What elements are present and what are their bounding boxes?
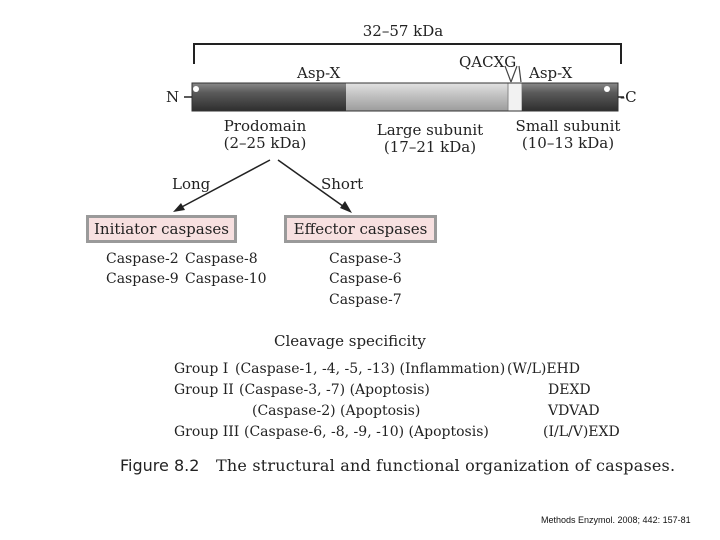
c-terminus-label: -C [620,88,637,106]
long-arrow [177,159,271,210]
large-subunit-label: Large subunit [376,121,484,139]
effector-caspases-box: Effector caspases [284,215,437,243]
qacxg-segment [507,82,523,112]
effector-member: Caspase-3 [329,251,402,267]
specificity-motif: DEXD [548,382,591,398]
site-right-label: Asp-X [529,64,573,82]
initiator-caspases-title: Initiator caspases [93,220,229,238]
n-terminus-label: N [166,88,180,106]
mass-range-bracket [193,43,622,64]
prodomain-mass-label: (2–25 kDa) [223,134,307,152]
site-left-label: Asp-X [297,64,341,82]
specificity-detail: (Caspase-1, -4, -5, -13) (Inflammation) [235,361,506,377]
specificity-group: Group II [174,382,234,398]
large-subunit-mass-label: (17–21 kDa) [383,138,477,156]
short-arrowhead [340,201,352,213]
specificity-motif: (I/L/V)EXD [543,424,620,440]
effector-caspases-title: Effector caspases [293,220,428,238]
initiator-caspases-box: Initiator caspases [86,215,237,243]
small-subunit-segment [522,83,618,111]
initiator-member: Caspase-2 [106,251,179,267]
specificity-group: Group I [174,361,229,377]
specificity-detail: (Caspase-6, -8, -9, -10) (Apoptosis) [244,424,489,440]
prodomain-label: Prodomain [223,117,307,135]
small-subunit-label: Small subunit [515,117,621,135]
source-citation: Methods Enzymol. 2008; 442: 157-81 [541,515,691,525]
specificity-group: Group III [174,424,240,440]
n-terminal-dot [193,86,199,92]
long-branch-label: Long [172,175,211,193]
long-arrowhead [173,203,185,212]
figure-caption: The structural and functional organizati… [216,456,676,475]
prodomain-segment [192,83,346,111]
c-terminal-dot [604,86,610,92]
cleavage-site-marker [504,65,522,83]
site-middle-label: QACXG [459,53,517,71]
initiator-member: Caspase-10 [185,271,267,287]
large-subunit-segment [346,83,508,111]
initiator-member: Caspase-9 [106,271,179,287]
effector-member: Caspase-7 [329,292,402,308]
short-branch-label: Short [321,175,364,193]
small-subunit-mass-label: (10–13 kDa) [521,134,615,152]
specificity-motif: VDVAD [548,403,600,419]
figure-label: Figure 8.2 [120,456,200,475]
specificity-detail: (Caspase-3, -7) (Apoptosis) [239,382,430,398]
effector-member: Caspase-6 [329,271,402,287]
initiator-member: Caspase-8 [185,251,258,267]
specificity-motif: (W/L)EHD [507,361,580,377]
specificity-detail: (Caspase-2) (Apoptosis) [252,403,421,419]
specificity-title: Cleavage specificity [274,332,426,350]
mass-range-label: 32–57 kDa [362,22,444,40]
short-arrow [277,159,348,210]
